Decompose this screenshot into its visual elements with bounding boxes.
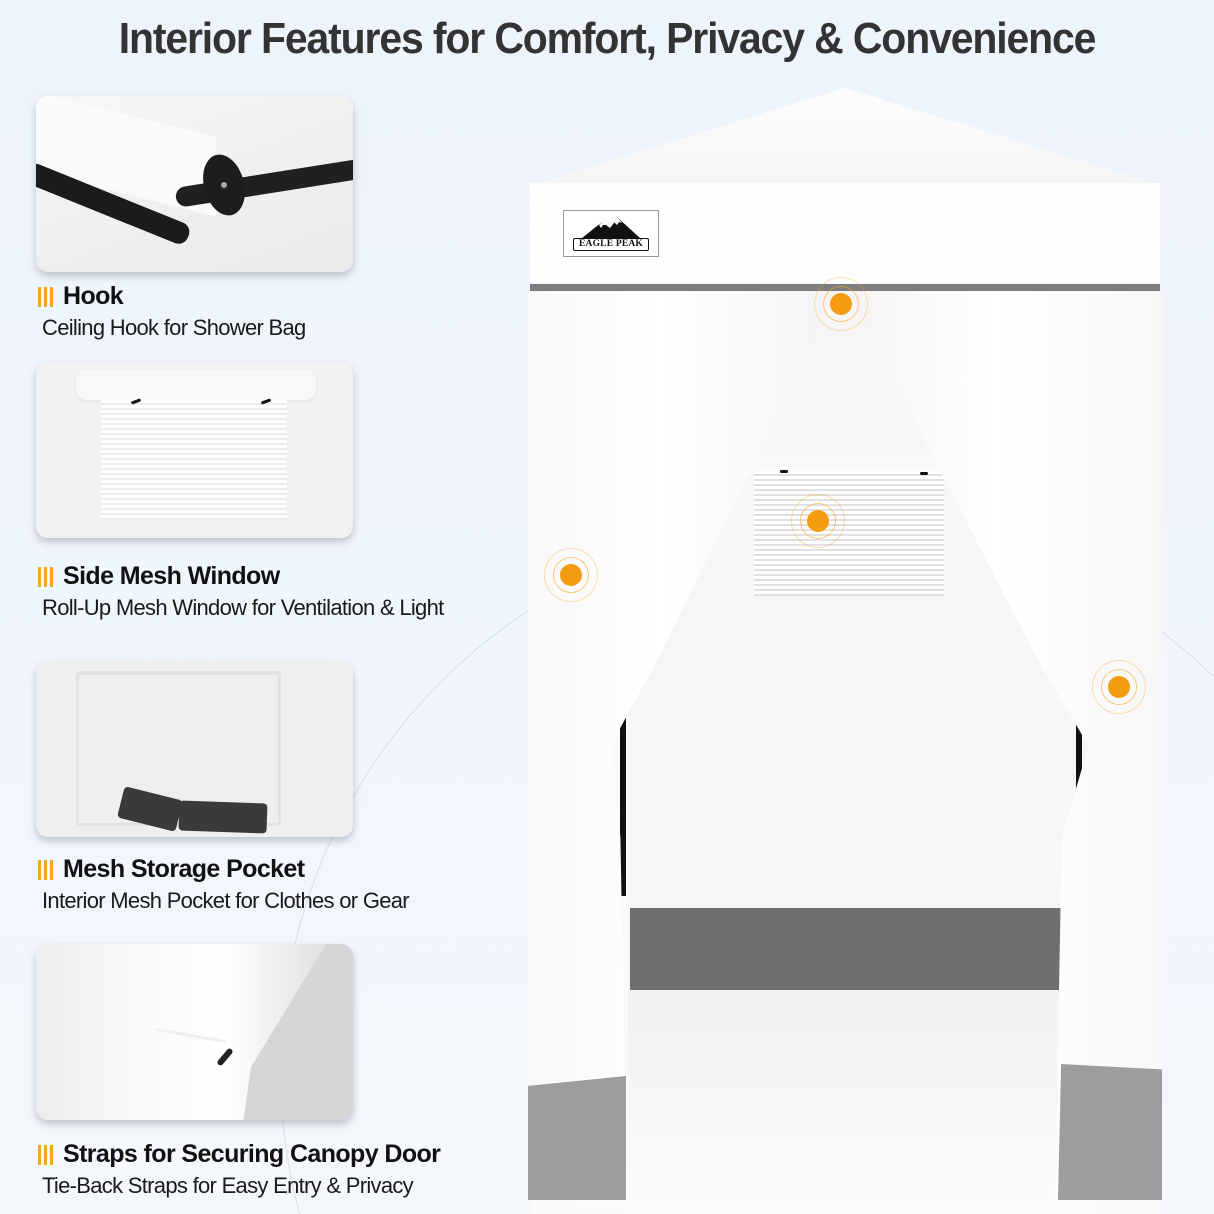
mesh-window-image	[36, 362, 353, 538]
feature-heading-text: Mesh Storage Pocket	[63, 855, 305, 883]
hotspot-dot-icon	[807, 510, 829, 532]
curtain-left-hem	[528, 1076, 626, 1200]
mesh-pocket-image	[36, 661, 353, 837]
ceiling-hook-image	[36, 96, 353, 272]
feature-description: Roll-Up Mesh Window for Ventilation & Li…	[42, 595, 444, 620]
hotspot-dot-icon	[560, 564, 582, 586]
feature-heading: Side Mesh Window	[38, 562, 506, 591]
feature-heading: Hook	[38, 282, 506, 311]
feature-description: Interior Mesh Pocket for Clothes or Gear	[42, 888, 410, 913]
feature-heading: Straps for Securing Canopy Door	[38, 1140, 506, 1169]
strap-toggle-icon	[216, 1047, 234, 1067]
tent-floor	[628, 990, 1093, 1214]
accent-bars-icon	[38, 566, 53, 587]
shower-tent-image: EAGLE PEAK	[528, 86, 1162, 1214]
accent-bars-icon	[38, 286, 53, 307]
hotspot-mesh-pocket[interactable]	[544, 548, 598, 602]
hotspot-hook[interactable]	[814, 277, 868, 331]
feature-side-mesh-window: Side Mesh Window Roll-Up Mesh Window for…	[36, 362, 506, 621]
window-clip-icon	[920, 472, 928, 475]
page-title: Interior Features for Comfort, Privacy &…	[118, 14, 1097, 63]
feature-heading: Mesh Storage Pocket	[38, 855, 506, 884]
accent-bars-icon	[38, 859, 53, 880]
frame-leg-left	[620, 626, 626, 896]
floor-band	[630, 908, 1085, 990]
hotspot-dot-icon	[1108, 676, 1130, 698]
feature-heading-text: Straps for Securing Canopy Door	[63, 1140, 441, 1168]
curtain-right-hem	[1058, 1064, 1162, 1200]
frame-leg-right	[1076, 626, 1082, 886]
mesh-window	[754, 471, 944, 596]
feature-straps: Straps for Securing Canopy Door Tie-Back…	[36, 944, 506, 1199]
feature-description: Tie-Back Straps for Easy Entry & Privacy	[42, 1173, 414, 1198]
feature-description: Ceiling Hook for Shower Bag	[42, 315, 306, 340]
accent-bars-icon	[38, 1144, 53, 1165]
feature-heading-text: Side Mesh Window	[63, 562, 280, 590]
brand-logo: EAGLE PEAK	[563, 210, 659, 257]
window-clip-icon	[780, 470, 788, 473]
feature-hook: Hook Ceiling Hook for Shower Bag	[36, 96, 506, 341]
tie-back-strap-image	[36, 944, 353, 1120]
feature-heading-text: Hook	[63, 282, 124, 310]
mountain-icon	[582, 218, 640, 238]
hotspot-mesh-window[interactable]	[791, 494, 845, 548]
hotspot-tie-back-strap[interactable]	[1092, 660, 1146, 714]
feature-mesh-storage-pocket: Mesh Storage Pocket Interior Mesh Pocket…	[36, 661, 506, 914]
brand-name: EAGLE PEAK	[572, 238, 650, 251]
hotspot-dot-icon	[830, 293, 852, 315]
tent-roof	[528, 88, 1162, 186]
